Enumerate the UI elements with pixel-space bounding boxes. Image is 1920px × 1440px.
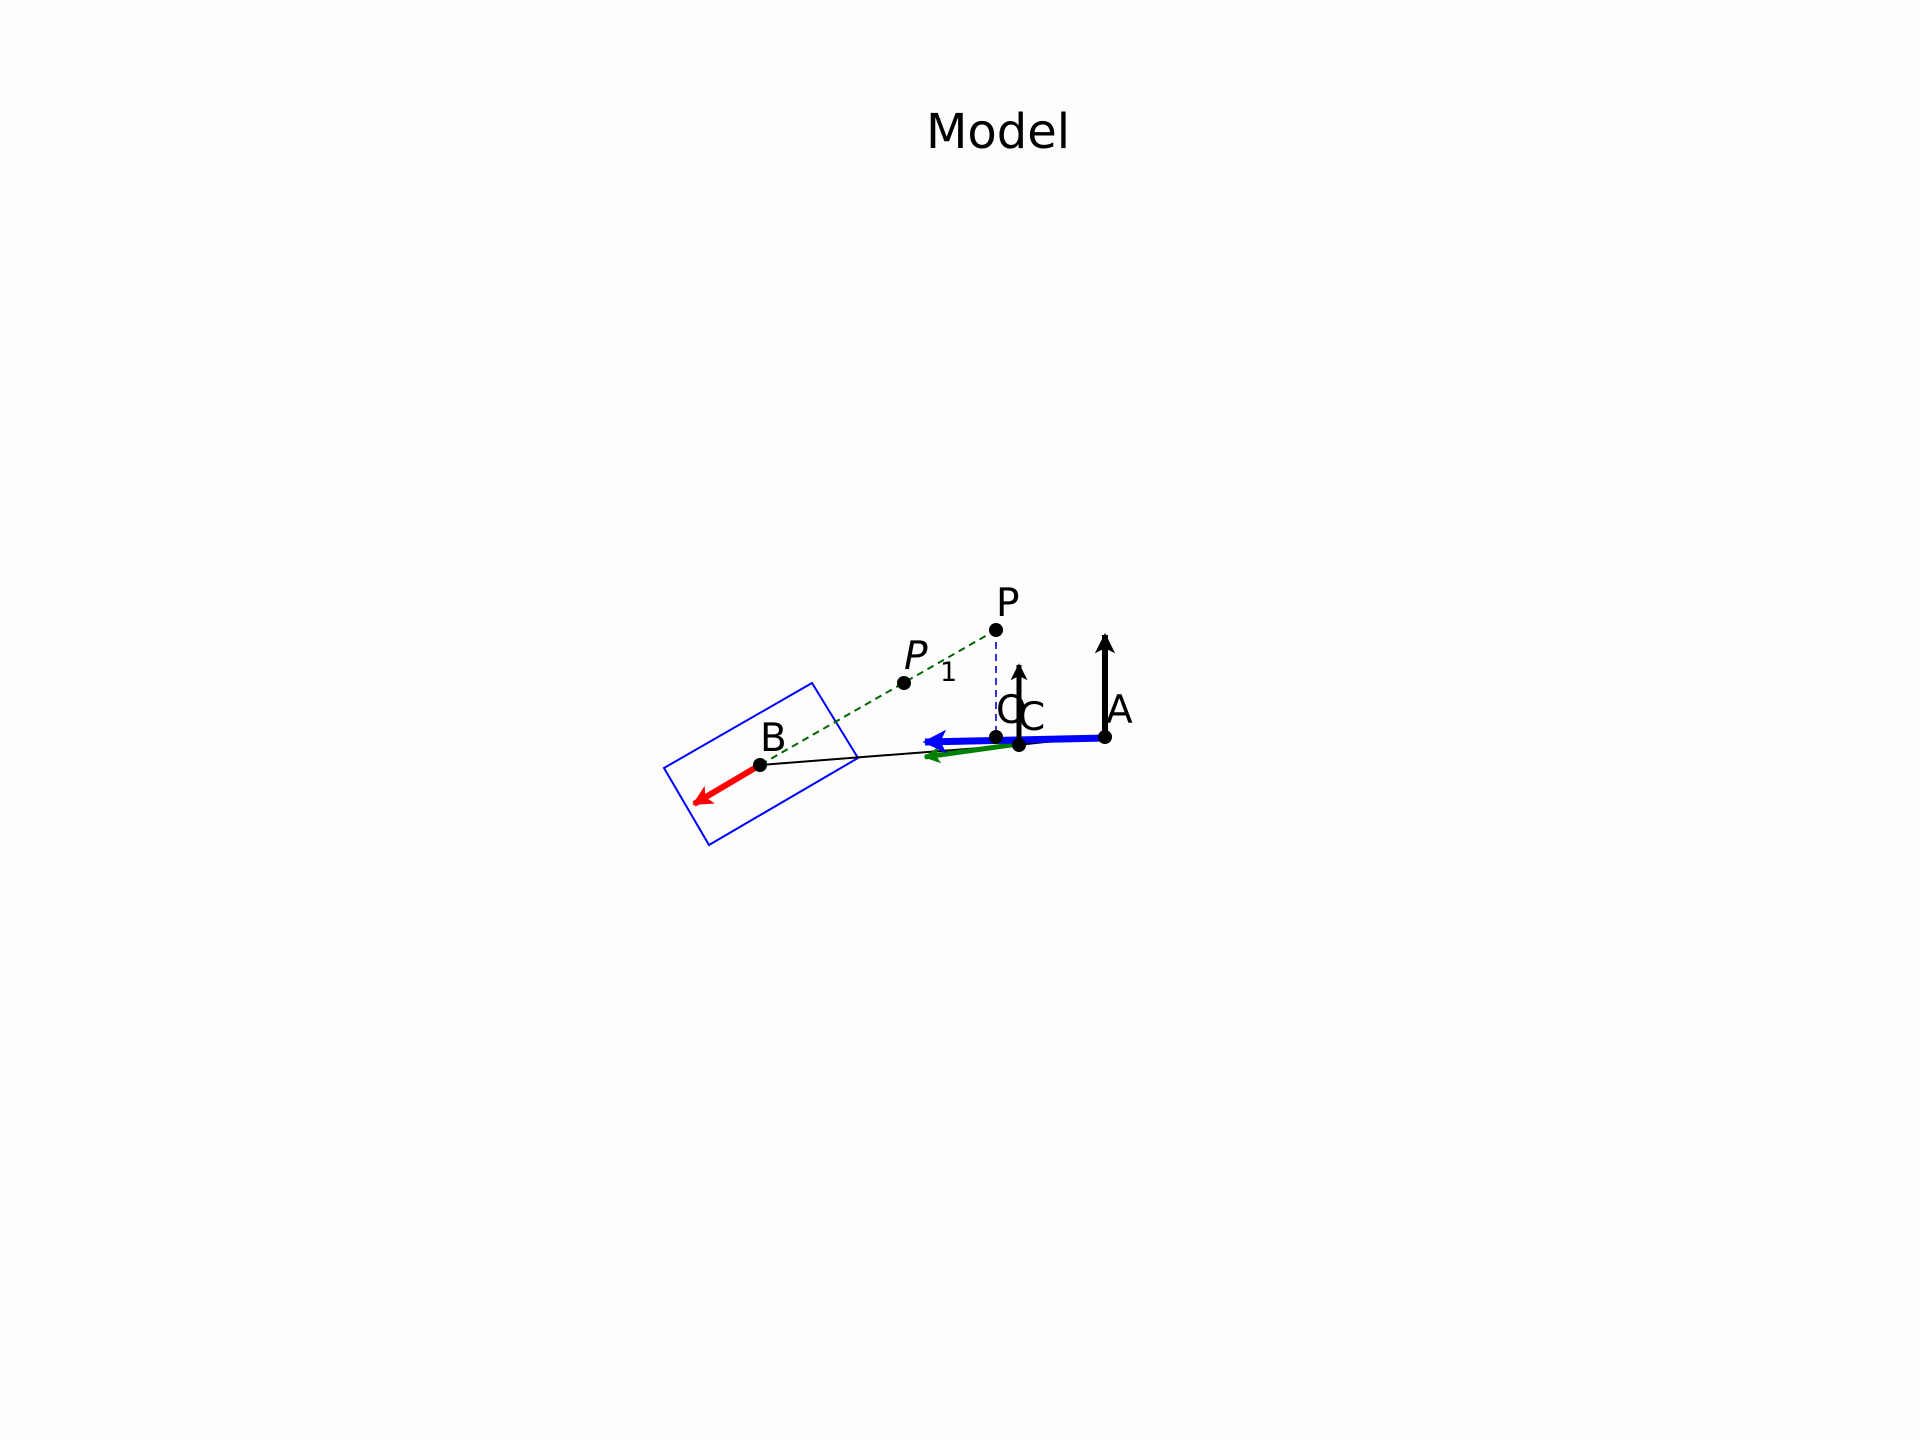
label-b: B [760,716,787,761]
point-c [1012,738,1026,752]
label-a: A [1106,688,1133,733]
label-p: P [996,581,1020,626]
red-vector-arrow [692,762,762,807]
point-a [1098,730,1112,744]
label-p1-base: P [904,634,928,679]
diagram-title: Model [925,104,1071,160]
label-c: C [1018,695,1045,740]
point-p1 [897,676,911,690]
label-p1: P 1 [904,634,957,688]
label-p1-subscript: 1 [940,657,957,688]
label-o: O [996,688,1027,733]
point-p [989,623,1003,637]
green-vector-arrow [923,741,1019,764]
projection-line-p-to-b [759,629,997,766]
point-o [989,730,1003,744]
point-b [753,758,767,772]
